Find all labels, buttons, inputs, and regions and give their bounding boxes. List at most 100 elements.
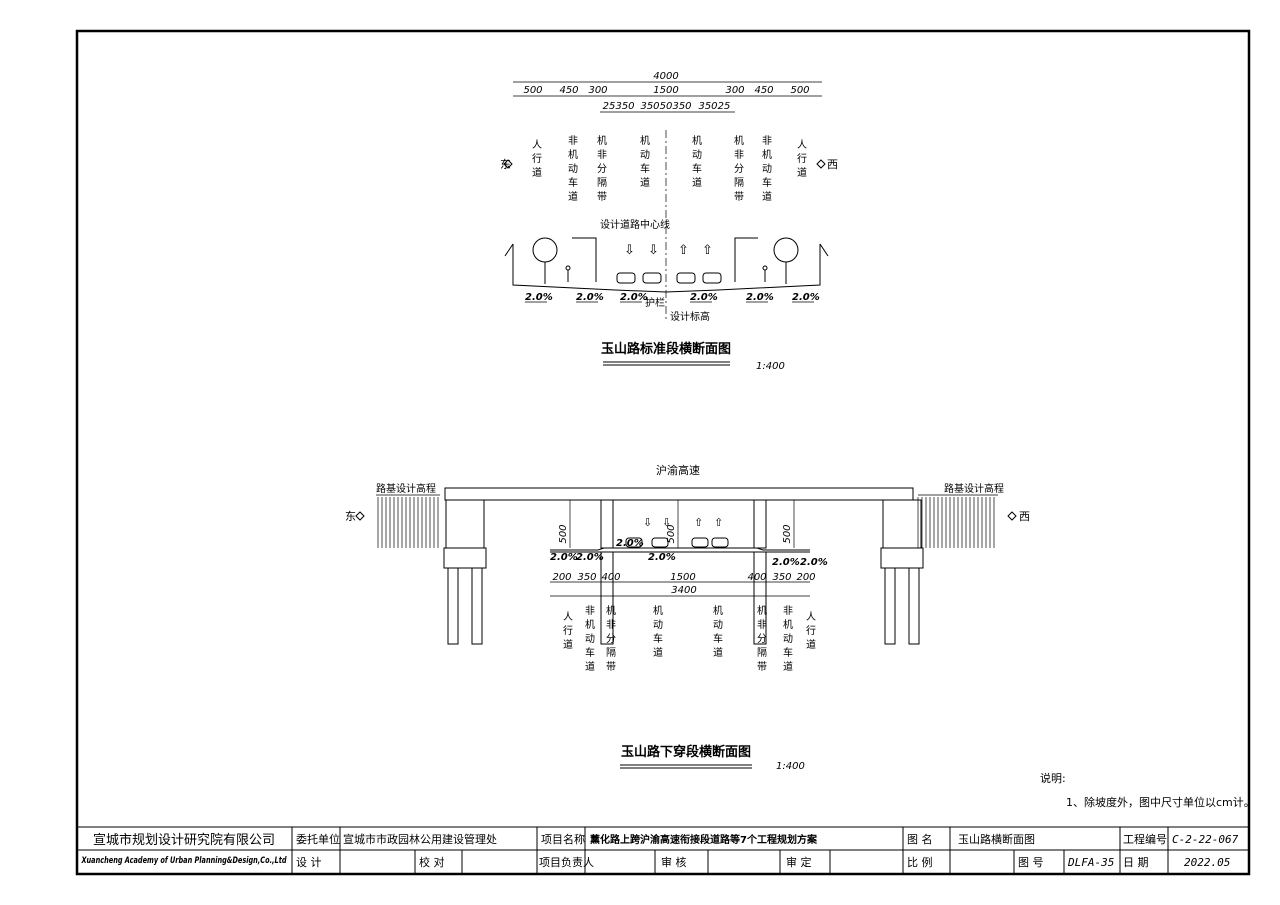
slope-label: 2.0%: [550, 552, 578, 563]
dim-label: 200: [552, 572, 571, 583]
abutment: [882, 499, 922, 549]
dim-label: 400: [601, 572, 620, 583]
lane-label: 非机动车道: [762, 135, 772, 203]
dim-label: 450: [754, 85, 773, 96]
slope-label: 2.0%: [576, 292, 604, 303]
company-name-en: Xuancheng Academy of Urban Planning&Desi…: [81, 856, 287, 866]
pier-column: [600, 499, 614, 549]
tree-icon: [532, 237, 558, 284]
lane-label: 人行道: [797, 139, 807, 179]
pile-cap: [880, 547, 924, 569]
date-value: 2022.05: [1184, 856, 1230, 869]
clearance-label: 500: [666, 524, 677, 543]
car-icon: [642, 272, 662, 284]
dim-label: 500: [790, 85, 809, 96]
pile-cap: [443, 547, 487, 569]
dim-label: 25: [718, 101, 731, 112]
slope-label: 2.0%: [648, 552, 676, 563]
scale-label: 比 例: [907, 855, 933, 869]
lane-label: 机非分隔带: [606, 604, 616, 673]
bridge-deck: [444, 487, 914, 501]
note-item: 1、除坡度外，图中尺寸单位以cm计。: [1066, 795, 1255, 809]
down-arrow-icon: ⇩: [624, 243, 635, 258]
slope-label: 2.0%: [616, 538, 644, 549]
lane-label: 人行道: [563, 611, 573, 651]
dim-label: 500: [523, 85, 542, 96]
pedestrian-icon: [565, 265, 571, 282]
dim-label: 300: [588, 85, 607, 96]
dim-label: 350: [672, 101, 691, 112]
down-arrow-icon: ⇩: [648, 243, 659, 258]
clearance-label: 500: [558, 524, 569, 543]
clearance-label: 500: [782, 524, 793, 543]
east-label: 东: [345, 510, 356, 523]
east-arrow-icon: [503, 159, 513, 169]
lane-label: 机非分隔带: [734, 134, 744, 203]
street-lamp-icon: [734, 237, 758, 282]
company-name-cn: 宣城市规划设计研究院有限公司: [93, 832, 275, 848]
lane-label: 非机动车道: [585, 605, 595, 673]
subgrade-label-right: 路基设计高程: [944, 482, 1004, 495]
lane-label: 机动车道: [692, 134, 702, 189]
lane-label: 机动车道: [653, 604, 663, 659]
down-arrow-icon: ⇩: [643, 516, 652, 529]
lane-label: 人行道: [806, 611, 816, 651]
car-icon: [702, 272, 722, 284]
dim-label: 300: [725, 85, 744, 96]
underpass-section-title: 玉山路下穿段横断面图: [621, 744, 751, 760]
pile: [471, 567, 483, 645]
client-label: 委托单位: [296, 832, 340, 846]
title-block: 宣城市规划设计研究院有限公司 Xuancheng Academy of Urba…: [77, 826, 1249, 874]
centerline-label: 设计道路中心线: [600, 218, 670, 231]
pile: [884, 567, 896, 645]
dim-label: 200: [796, 572, 815, 583]
design-elevation-label: 设计标高: [670, 310, 710, 323]
pile: [908, 567, 920, 645]
standard-section-scale: 1:400: [756, 361, 785, 372]
up-arrow-icon: ⇧: [678, 243, 689, 258]
drawing-no-label: 图 号: [1018, 856, 1044, 869]
slope-label: 2.0%: [792, 292, 820, 303]
west-label: 西: [827, 158, 838, 171]
dim-label: 50: [660, 101, 673, 112]
east-label: 东: [500, 158, 511, 171]
tree-icon: [773, 237, 799, 284]
guardrail-label: 护栏: [645, 296, 665, 309]
pedestrian-icon: [762, 265, 768, 282]
abutment: [445, 499, 485, 549]
west-arrow-icon: [816, 159, 826, 169]
lane-label: 人行道: [532, 139, 542, 179]
pile: [447, 567, 459, 645]
dim-label: 350: [615, 101, 634, 112]
up-arrow-icon: ⇧: [702, 243, 713, 258]
slope-label: 2.0%: [746, 292, 774, 303]
design-label: 设 计: [296, 856, 322, 869]
project-name-label: 项目名称: [541, 832, 585, 846]
lane-label: 机非分隔带: [597, 134, 607, 203]
project-no-label: 工程编号: [1123, 832, 1167, 846]
lane-label: 非机动车道: [568, 135, 578, 203]
underpass-section-scale: 1:400: [776, 761, 805, 772]
approve-label: 审 定: [786, 855, 812, 869]
east-arrow-icon: [355, 511, 365, 521]
date-label: 日 期: [1123, 856, 1149, 869]
slope-label: 2.0%: [576, 552, 604, 563]
drawing-no-value: DLFA-35: [1067, 856, 1114, 869]
notes: 说明: 1、除坡度外，图中尺寸单位以cm计。: [1040, 771, 1255, 809]
subgrade-label-left: 路基设计高程: [376, 482, 436, 495]
standard-section-title: 玉山路标准段横断面图: [601, 341, 731, 357]
up-arrow-icon: ⇧: [714, 516, 723, 529]
west-label: 西: [1019, 510, 1030, 523]
pier-column: [753, 499, 767, 549]
project-manager-label: 项目负责人: [539, 855, 594, 869]
car-icon: [651, 537, 669, 548]
street-lamp-icon: [572, 237, 597, 282]
lane-label: 非机动车道: [783, 605, 793, 673]
west-arrow-icon: [1007, 511, 1017, 521]
notes-heading: 说明:: [1040, 771, 1066, 785]
dim-label: 450: [559, 85, 578, 96]
review-label: 审 核: [661, 855, 687, 869]
lane-label: 机非分隔带: [757, 604, 767, 673]
